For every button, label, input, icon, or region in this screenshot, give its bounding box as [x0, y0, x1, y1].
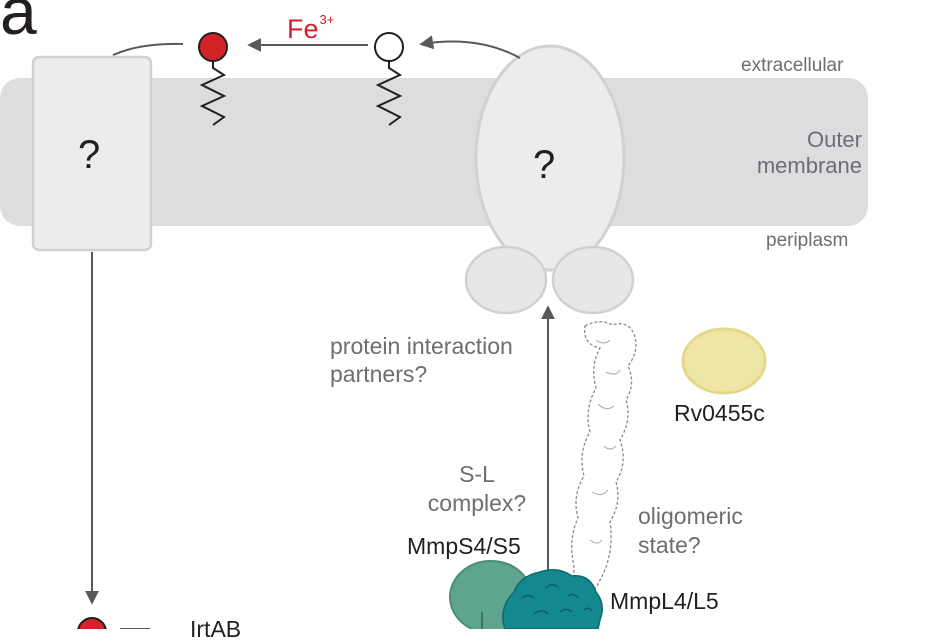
right-unknown-protein — [474, 44, 626, 272]
apo-siderophore-tail — [375, 61, 403, 126]
extracellular-label: extracellular — [741, 55, 844, 76]
periplasm-label: periplasm — [766, 230, 849, 251]
left-unknown-protein — [31, 55, 153, 252]
irtab-label: IrtAB — [190, 616, 242, 642]
mmpl-protein-texture — [521, 584, 593, 615]
sl-complex-label: S-L complex? — [427, 461, 527, 516]
diagram-canvas — [0, 32, 868, 629]
export-arrow — [419, 35, 521, 59]
outer-membrane-band — [0, 78, 868, 226]
mmpl-periplasmic-surface — [571, 321, 637, 597]
mmpl-surface-texture — [589, 339, 621, 544]
outer-membrane-label: Outer membrane — [756, 127, 862, 178]
rv0455c-protein — [681, 327, 767, 395]
iron-element: Fe — [287, 14, 319, 44]
protein-interaction-label: protein interaction partners? — [330, 333, 513, 387]
mmpl-label: MmpL4/L5 — [610, 588, 719, 614]
iron-charge: 3+ — [319, 12, 335, 27]
mmpl-protein — [502, 569, 603, 629]
siderophore-connector-line — [112, 42, 184, 56]
ferri-siderophore-icon — [198, 32, 228, 62]
iron-label: Fe3+ — [287, 12, 334, 45]
oligomeric-state-label: oligomeric state? — [638, 503, 743, 558]
left-unknown-mark: ? — [78, 133, 101, 177]
panel-letter: a — [0, 0, 37, 48]
rv0455c-label: Rv0455c — [674, 400, 765, 426]
apo-siderophore-icon — [374, 32, 404, 62]
right-unknown-mark: ? — [533, 143, 556, 187]
mmps-label: MmpS4/S5 — [407, 533, 521, 559]
periplasmic-domain-right — [551, 245, 635, 315]
ferri-siderophore-tail — [199, 61, 227, 126]
irtab-siderophore-icon — [77, 617, 107, 629]
periplasmic-domain-left — [464, 245, 548, 315]
